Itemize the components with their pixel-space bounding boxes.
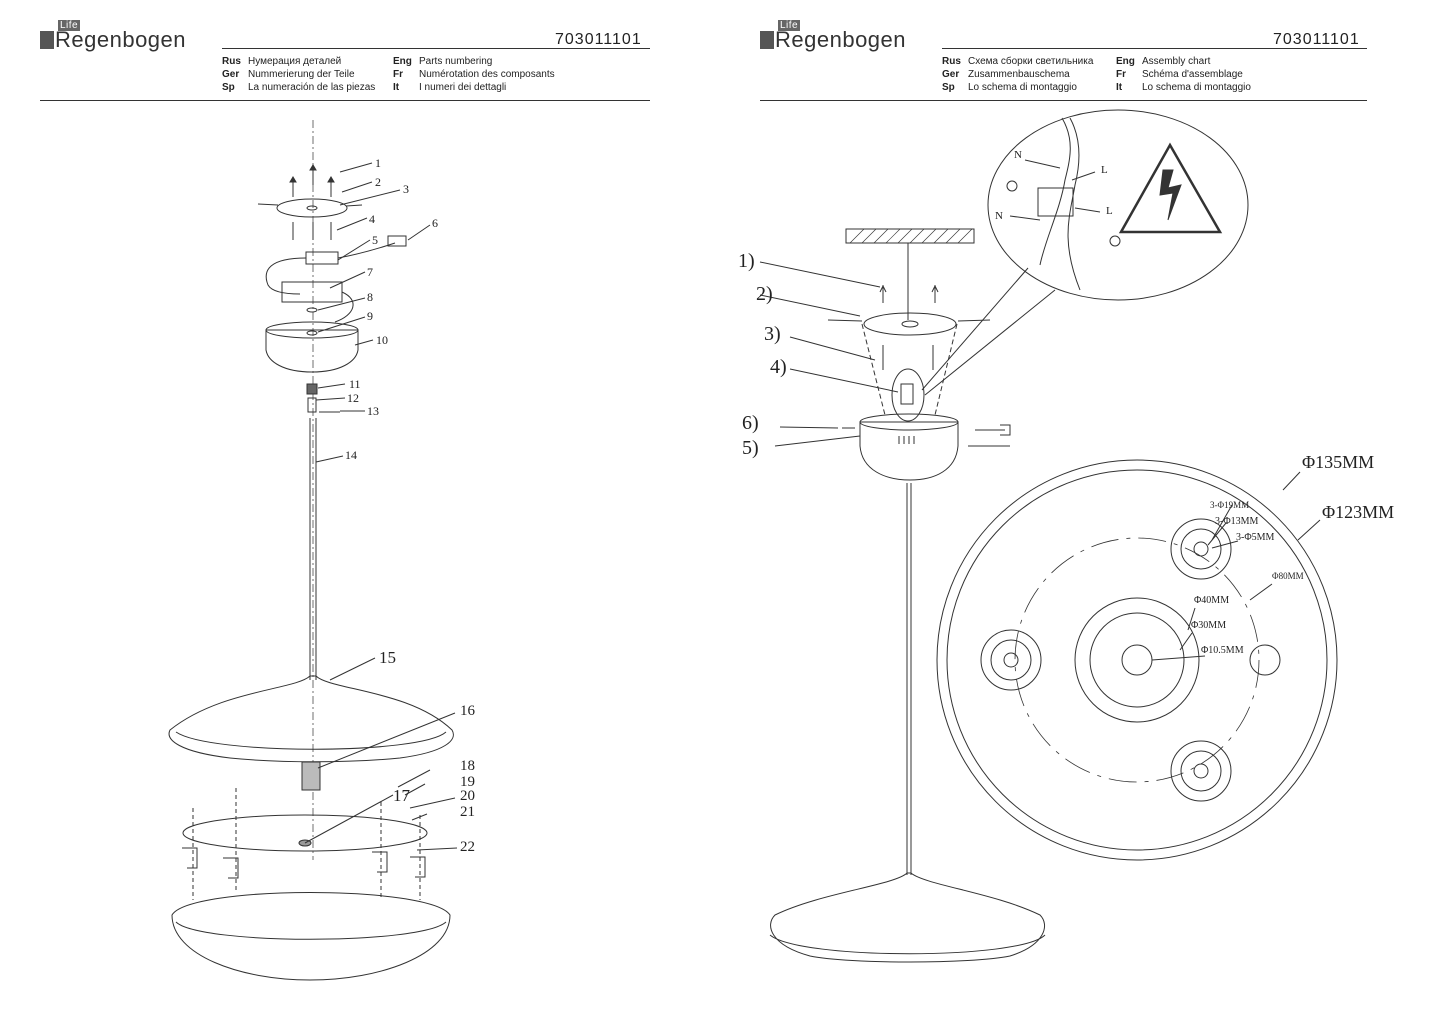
dimension-inner: Φ123MM [1322, 502, 1395, 522]
part-number: 7 [367, 265, 373, 279]
brand-badge: Life [58, 20, 81, 31]
mounting-plate-lower [182, 814, 428, 852]
part-number: 19 [460, 774, 475, 790]
article-number-right: 703011101 [1273, 31, 1360, 48]
part-number: 11 [349, 377, 361, 391]
mounting-plate [276, 198, 348, 218]
socket [301, 761, 321, 791]
wire-label-n: N [995, 210, 1003, 222]
wire-label-l: L [1101, 164, 1108, 176]
shade [770, 872, 1045, 963]
part-number: 5 [372, 233, 378, 247]
dimension-hole-19: 3-Φ19MM [1210, 500, 1250, 510]
brand-name: Regenbogen [775, 27, 907, 52]
part-number: 18 [460, 758, 475, 774]
part-number: 16 [460, 703, 475, 719]
step-label: 6) [742, 412, 759, 434]
article-number-left: 703011101 [555, 31, 642, 48]
wire-label-n: N [1014, 149, 1022, 161]
part-number: 9 [367, 309, 373, 323]
dimension-10-5: Φ10.5MM [1201, 645, 1244, 656]
brand-badge: Life [778, 20, 801, 31]
part-number: 12 [347, 391, 359, 405]
part-number: 21 [460, 804, 475, 820]
canopy [265, 329, 359, 373]
outer-circle [936, 459, 1338, 861]
dimension-80: Φ80MM [1272, 571, 1304, 581]
diffuser [171, 892, 451, 981]
part-number: 10 [376, 333, 388, 347]
wire-connector [891, 368, 925, 422]
terminal-block [1037, 187, 1074, 217]
step-label: 1) [738, 250, 755, 272]
canopy [859, 421, 959, 481]
wire-label-l: L [1106, 205, 1113, 217]
part-number: 15 [379, 648, 396, 667]
part-number: 14 [345, 448, 357, 462]
dimension-30: Φ30MM [1191, 620, 1227, 631]
step-label: 4) [770, 356, 787, 378]
step-label: 5) [742, 437, 759, 459]
driver-box [281, 281, 343, 303]
part-number: 2 [375, 175, 381, 189]
dimension-hole-13: 3-Φ13MM [1215, 516, 1259, 527]
part-number: 17 [393, 786, 410, 805]
part-number: 20 [460, 788, 475, 804]
step-label: 2) [756, 283, 773, 305]
terminal [387, 235, 407, 247]
dimension-outer: Φ135MM [1302, 452, 1375, 472]
part-number: 1 [375, 156, 381, 170]
shade-top [168, 675, 454, 763]
wiring-detail-balloon [987, 109, 1249, 301]
brand-name: Regenbogen [55, 27, 187, 52]
part-number: 22 [460, 839, 475, 855]
dimension-hole-5: 3-Φ5MM [1236, 532, 1275, 543]
warning-icon [1118, 142, 1223, 234]
part-number: 3 [403, 182, 409, 196]
step-label: 3) [764, 323, 781, 345]
dimension-40: Φ40MM [1194, 595, 1230, 606]
part-number: 13 [367, 404, 379, 418]
part-number: 4 [369, 212, 375, 226]
mounting-plate [863, 312, 957, 336]
part-number: 8 [367, 290, 373, 304]
part-number: 6 [432, 216, 438, 230]
connector-block [305, 251, 339, 265]
screw-icon [289, 164, 335, 197]
